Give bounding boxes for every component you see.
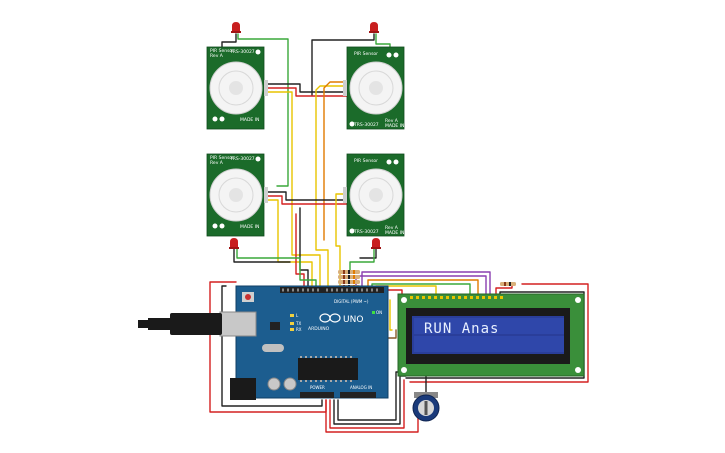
pir-sensor-top-left[interactable]: PIR Sensor Rev A TRS-30027 MADE IN [206, 46, 268, 130]
pir-sensor-bottom-left[interactable]: PIR Sensor Rev A TRS-30027 MADE IN [206, 153, 268, 237]
wires [209, 33, 589, 433]
dc-power-jack[interactable] [230, 378, 256, 400]
pir-bl-label: PIR Sensor [210, 155, 234, 161]
capacitor-2 [283, 377, 297, 391]
pir-tl-header [264, 80, 268, 96]
pir-bl-label2: Rev A [210, 160, 224, 166]
wire-pir-tr-out[interactable] [315, 85, 349, 289]
wire-led-bl-black[interactable] [233, 247, 291, 263]
wire-led-tl-green[interactable] [237, 33, 289, 187]
rx-label: RX [296, 327, 302, 332]
wire-led-tl-black[interactable] [221, 33, 237, 49]
pir-bl-part: TRS-30027 [229, 156, 255, 162]
pir-tr-bottom: MADE IN [385, 123, 404, 129]
resistor-bank [338, 270, 516, 289]
pir-br-label: PIR Sensor [354, 158, 378, 164]
pir-tr-header [343, 80, 347, 96]
lcd-module[interactable]: RUN Anas [397, 293, 585, 377]
wire-pir-tr-out2[interactable] [323, 81, 349, 241]
wire-pir-bl-vcc[interactable] [263, 195, 349, 205]
pir-tl-part: TRS-30027 [229, 49, 255, 55]
pir-tr-label2: Rev A [385, 118, 399, 124]
lcd-mount-hole-br [575, 367, 581, 373]
pir-sensor-bottom-right[interactable]: PIR Sensor TRS-30027 Rev A MADE IN [343, 153, 404, 237]
wire-pot-vcc[interactable] [329, 379, 405, 429]
usb-port[interactable] [219, 311, 257, 337]
digital-label: DIGITAL (PWM ~) [334, 299, 369, 304]
wire-led-tr-green[interactable] [375, 33, 391, 49]
capacitor-1 [267, 377, 281, 391]
resistor-3[interactable] [338, 280, 360, 284]
lcd-mount-hole-bl [401, 367, 407, 373]
crystal [262, 344, 284, 352]
wire-led-tr-black[interactable] [311, 33, 375, 96]
wire-gnd-left[interactable] [221, 285, 323, 407]
tx-led [290, 322, 294, 325]
wire-gnd-rail[interactable] [299, 207, 309, 289]
arduino-logo: ARDUINO UNO [308, 313, 363, 332]
on-label: ON [376, 310, 382, 315]
pir-br-header [343, 187, 347, 203]
wire-led-br-green[interactable] [349, 247, 375, 271]
wire-pir-bl-gnd[interactable] [263, 191, 349, 201]
pir-br-bottom: MADE IN [385, 230, 404, 236]
tx-label: TX [295, 321, 301, 326]
resistor-2[interactable] [338, 275, 360, 279]
wire-led-br-black[interactable] [359, 247, 377, 259]
led-bottom-left[interactable] [229, 238, 239, 249]
chip-pins [300, 356, 352, 382]
wire-backlight-black[interactable] [405, 291, 585, 379]
pir-tl-bottom: MADE IN [240, 117, 259, 123]
on-led [372, 311, 375, 314]
pir-tr-label: PIR Sensor [354, 51, 378, 57]
lcd-char-grid [414, 318, 564, 352]
reset-button[interactable] [245, 294, 251, 300]
led-top-right[interactable] [369, 22, 379, 33]
pir-tr-part: TRS-30027 [353, 122, 379, 128]
pir-bl-header [264, 187, 268, 203]
pir-sensors: PIR Sensor Rev A TRS-30027 MADE IN PIR S… [206, 46, 404, 237]
pir-tl-label2: Rev A [210, 53, 224, 59]
arduino-uno-board[interactable]: DIGITAL (PWM ~) ARDUINO UNO L TX RX ON [219, 285, 389, 400]
wire-lcd-purple-2[interactable] [361, 271, 491, 297]
lcd-mount-hole-tl [401, 297, 407, 303]
contrast-potentiometer[interactable] [412, 392, 440, 422]
potentiometer-knob-slot [424, 401, 428, 415]
leds [229, 22, 381, 249]
power-label: POWER [310, 385, 325, 390]
pir-tl-label: PIR Sensor [210, 48, 234, 54]
rx-led [290, 328, 294, 331]
wire-lcd-orange[interactable] [367, 279, 479, 297]
pir-bl-bottom: MADE IN [240, 224, 259, 230]
atmega-chip [298, 358, 358, 380]
wire-pot-red-bottom[interactable] [325, 399, 419, 433]
resistor-backlight[interactable] [500, 282, 516, 286]
lcd-line-1: RUN Anas [424, 321, 499, 337]
usb-cable[interactable] [138, 313, 222, 335]
lcd-mount-hole-tr [575, 297, 581, 303]
power-header [300, 392, 334, 398]
wire-pir-tl-out[interactable] [263, 91, 321, 289]
analog-header [340, 392, 376, 398]
lcd-header-pins [410, 296, 503, 299]
icsp-header [270, 322, 280, 330]
wire-pir-tl-vcc[interactable] [263, 87, 349, 97]
wire-backlight-red[interactable] [409, 283, 589, 383]
arduino-model: UNO [343, 315, 363, 325]
pir-br-label2: Rev A [385, 225, 399, 231]
led-bottom-right[interactable] [371, 238, 381, 249]
wire-pir-br-out[interactable] [335, 193, 349, 289]
led-top-left[interactable] [231, 22, 241, 33]
digital-pins [282, 288, 378, 292]
pir-sensor-top-right[interactable]: PIR Sensor TRS-30027 Rev A MADE IN [343, 46, 404, 130]
arduino-brand: ARDUINO [308, 326, 330, 332]
analog-label: ANALOG IN [350, 385, 372, 390]
l-led [290, 314, 294, 317]
l-label: L [296, 313, 299, 318]
wire-led-bl-green[interactable] [236, 247, 317, 289]
resistor-1[interactable] [338, 270, 360, 274]
wire-side-yellow[interactable] [389, 299, 393, 331]
pir-br-part: TRS-30027 [353, 229, 379, 235]
